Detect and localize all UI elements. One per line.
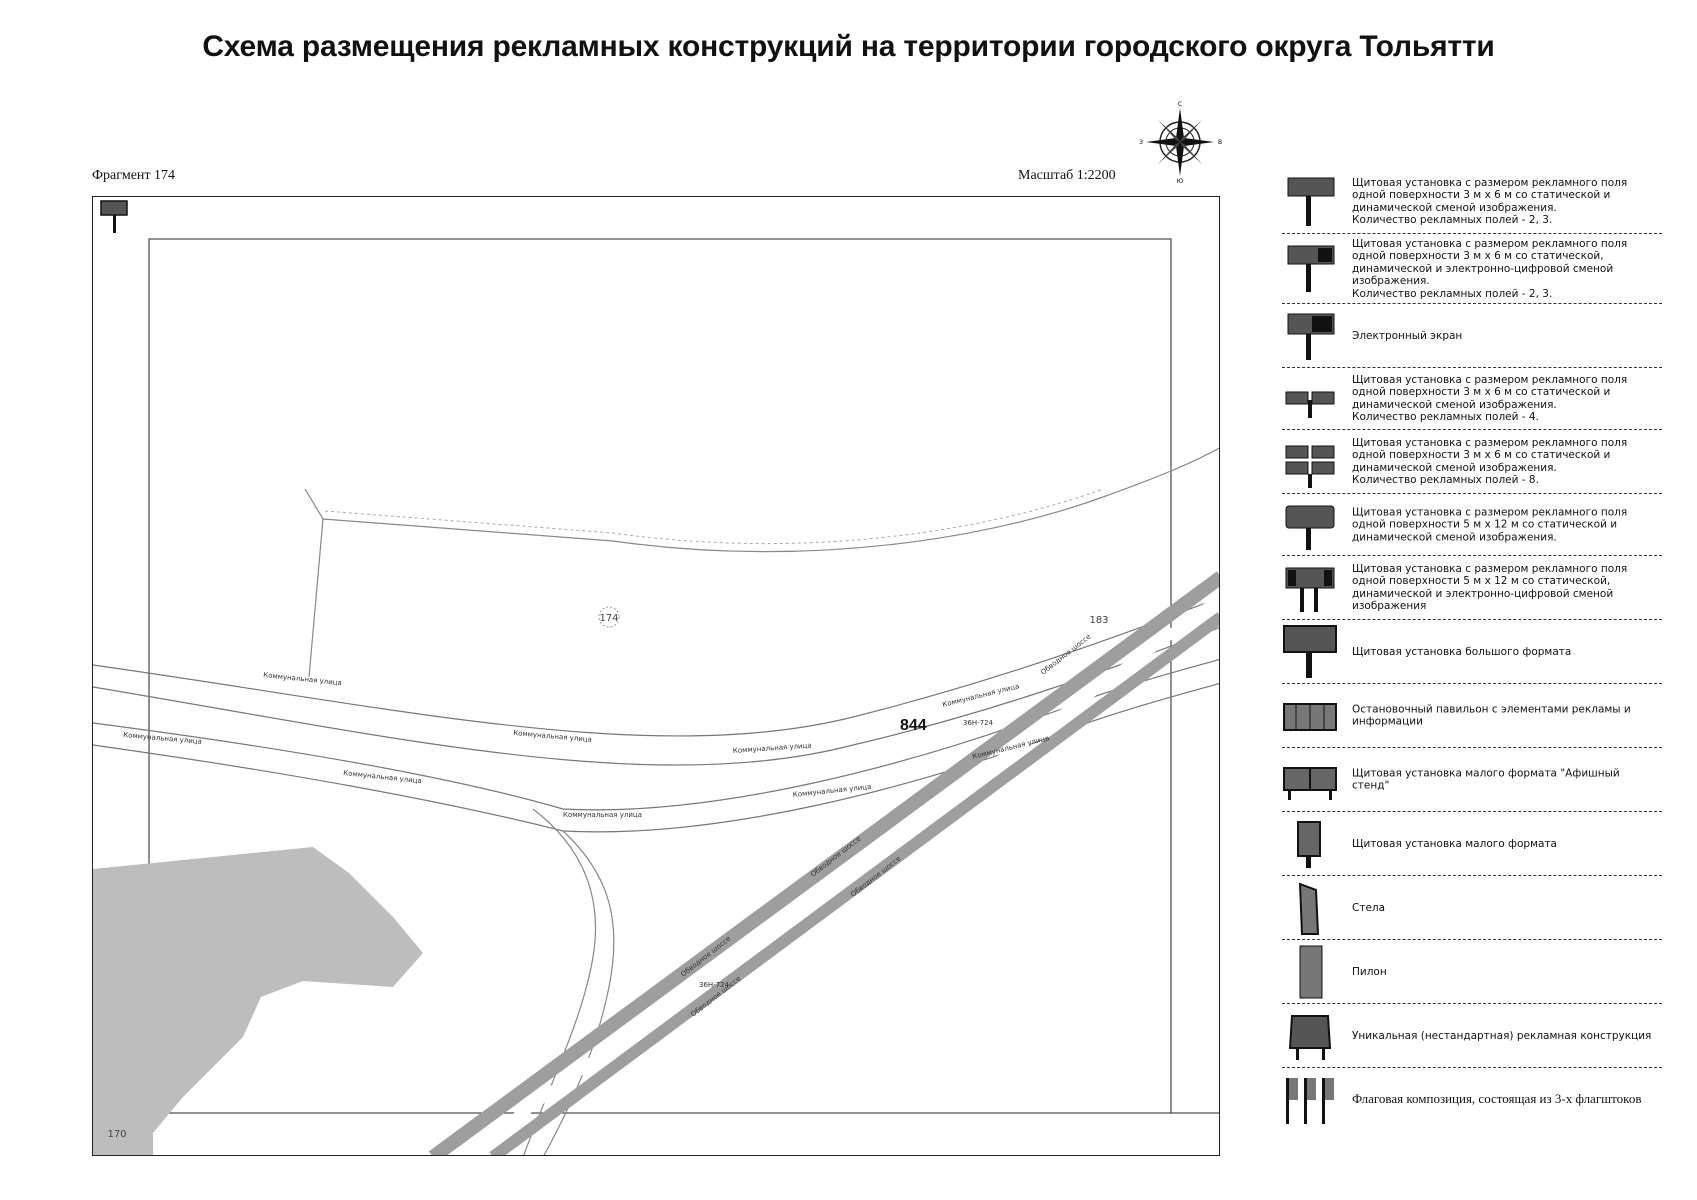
legend: Щитовая установка с размером рекламного …: [1282, 170, 1662, 1130]
road-edge: [304, 488, 324, 520]
road-code-label: 36Н-724: [963, 719, 994, 727]
area-label-center: 174: [599, 613, 618, 624]
unique-structure-icon: [1288, 1015, 1332, 1060]
legend-item: Щитовая установка большого формата: [1282, 620, 1662, 684]
area-marker: [598, 606, 620, 628]
highway-median: [460, 592, 1219, 1155]
legend-item: Щитовая установка с размером рекламного …: [1282, 430, 1662, 494]
road-edge: [93, 597, 1219, 737]
billboard-3x6-eight-fields-icon: [1285, 445, 1335, 488]
billboard-marker-icon[interactable]: [93, 197, 133, 237]
legend-item: Щитовая установка малого формата "Афишны…: [1282, 748, 1662, 812]
large-format-billboard-icon: [1283, 625, 1337, 678]
road-edge: [324, 488, 1104, 545]
road-label: Коммунальная улица: [343, 769, 422, 785]
legend-item: Флаговая композиция, состоящая из 3-х фл…: [1282, 1068, 1662, 1130]
bus-stop-pavilion-icon: [1283, 703, 1337, 731]
road-edge: [93, 658, 1219, 811]
legend-item: Щитовая установка малого формата: [1282, 812, 1662, 876]
road-edge: [308, 518, 324, 678]
legend-item: Пилон: [1282, 940, 1662, 1004]
map-canvas: 174 183 170 Коммунальная улица Коммуналь…: [93, 238, 1219, 1155]
flag-composition-icon: [1286, 1078, 1334, 1124]
pylon-icon: [1299, 945, 1323, 999]
road-edge: [93, 682, 1219, 833]
compass-south: Ю: [1177, 178, 1184, 184]
compass-west: З: [1139, 139, 1143, 146]
compass-east: В: [1218, 139, 1222, 146]
legend-item: Щитовая установка с размером рекламного …: [1282, 234, 1662, 304]
scale-label: Масштаб 1:2200: [1018, 168, 1116, 183]
legend-item: Щитовая установка с размером рекламного …: [1282, 170, 1662, 234]
compass-north: С: [1178, 101, 1182, 108]
highway-lane: [489, 612, 1219, 1155]
legend-item: Щитовая установка с размером рекламного …: [1282, 556, 1662, 620]
billboard-3x6-digital-icon: [1287, 245, 1335, 292]
road-label: Коммунальная улица: [513, 729, 592, 744]
billboard-3x6-static-dynamic-icon: [1287, 177, 1335, 226]
billboard-5x12-digital-icon: [1285, 567, 1335, 612]
area-label-bottom-left: 170: [107, 1129, 126, 1140]
billboard-5x12-icon: [1285, 505, 1335, 550]
poster-stand-icon: [1283, 767, 1337, 800]
page-title: Схема размещения рекламных конструкций н…: [202, 30, 1495, 63]
billboard-3x6-four-fields-icon: [1285, 391, 1335, 418]
legend-item: Стела: [1282, 876, 1662, 940]
road-label: Коммунальная улица: [733, 742, 812, 755]
electronic-screen-icon: [1287, 313, 1335, 360]
road-label: Коммунальная улица: [263, 671, 342, 687]
marker-number[interactable]: 844: [900, 717, 927, 734]
legend-item: Щитовая установка с размером рекламного …: [1282, 494, 1662, 556]
legend-item: Уникальная (нестандартная) рекламная кон…: [1282, 1004, 1662, 1068]
road-code-label: 36Н-724: [699, 981, 730, 989]
legend-item: Остановочный павильон с элементами рекла…: [1282, 684, 1662, 748]
area-label-right: 183: [1089, 615, 1108, 626]
compass-rose-icon: С Ю В З: [1139, 101, 1222, 184]
stele-icon: [1298, 882, 1320, 935]
small-format-billboard-icon: [1297, 821, 1321, 868]
building: [93, 847, 423, 1155]
road-edge: [322, 447, 1219, 553]
highway-lane: [428, 571, 1219, 1155]
legend-item: Электронный экран: [1282, 304, 1662, 368]
legend-item: Щитовая установка с размером рекламного …: [1282, 368, 1662, 430]
fragment-label: Фрагмент 174: [92, 168, 176, 183]
road-label: Коммунальная улица: [563, 811, 642, 819]
road-label: Коммунальная улица: [942, 682, 1021, 709]
road-label: Коммунальная улица: [123, 731, 202, 746]
map-fragment[interactable]: 174 183 170 Коммунальная улица Коммуналь…: [92, 196, 1220, 1156]
